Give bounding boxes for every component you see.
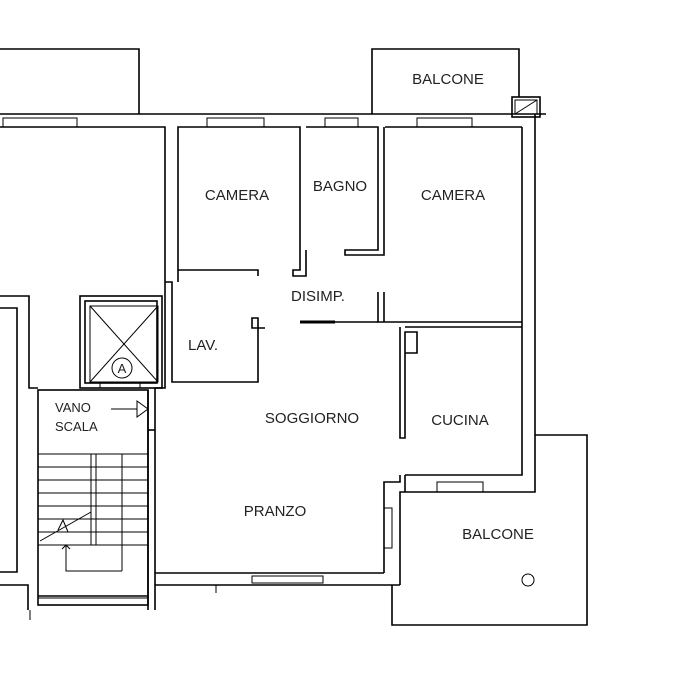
label-pranzo: PRANZO	[244, 503, 307, 520]
label-balcone-bottom: BALCONE	[462, 526, 534, 543]
label-balcone-top: BALCONE	[412, 71, 484, 88]
label-disimp: DISIMP.	[291, 288, 345, 305]
label-bagno: BAGNO	[313, 178, 367, 195]
label-vano: VANO	[55, 400, 91, 415]
room-labels: BALCONE CAMERA BAGNO CAMERA DISIMP. LAV.…	[55, 71, 534, 543]
shaft-box	[511, 96, 541, 118]
label-lav: LAV.	[188, 337, 218, 354]
label-cucina: CUCINA	[431, 412, 489, 429]
label-scala: SCALA	[55, 419, 98, 434]
stair-treads	[38, 453, 148, 572]
label-camera-right: CAMERA	[421, 187, 485, 204]
label-camera-left: CAMERA	[205, 187, 269, 204]
drain-circle	[521, 573, 535, 587]
elevator-mark: A	[118, 361, 127, 376]
walls	[0, 48, 588, 626]
label-soggiorno: SOGGIORNO	[265, 410, 359, 427]
elevator-marker-circle	[111, 357, 133, 379]
